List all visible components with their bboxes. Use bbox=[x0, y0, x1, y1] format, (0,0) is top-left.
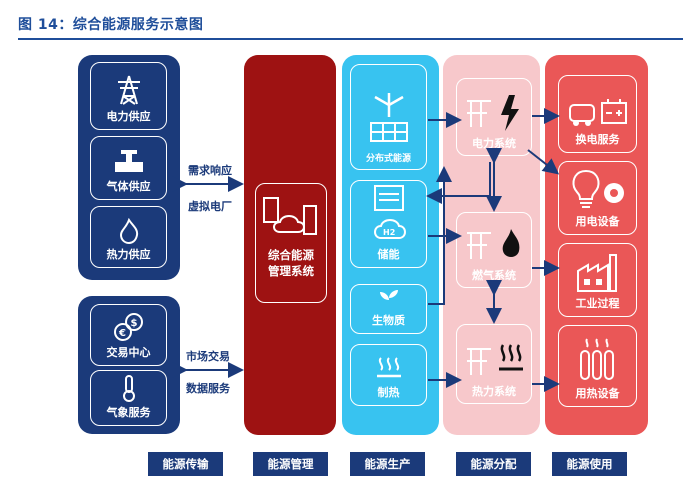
legend-energy-distribution: 能源分配 bbox=[456, 452, 531, 476]
arrow-biomass-up bbox=[428, 166, 452, 305]
power-system-label: 电力系统 bbox=[472, 137, 516, 150]
weather-service-box: 气象服务 bbox=[90, 370, 167, 426]
gas-grid-flame-icon bbox=[467, 229, 520, 259]
gas-supply-label: 气体供应 bbox=[106, 180, 151, 193]
management-system-box: 综合能源 管理系统 bbox=[255, 183, 327, 303]
heating-box: 制热 bbox=[350, 344, 427, 406]
market-trading-label: 市场交易 bbox=[186, 350, 230, 363]
power-grid-bolt-icon bbox=[467, 95, 519, 131]
biomass-box: 生物质 bbox=[350, 284, 427, 334]
bulb-gear-icon bbox=[572, 169, 624, 208]
car-battery-icon bbox=[568, 99, 627, 126]
trading-center-box: $ € 交易中心 bbox=[90, 304, 167, 366]
heat-supply-box: 热力供应 bbox=[90, 206, 167, 268]
heat-system-label: 热力系统 bbox=[472, 385, 516, 398]
weather-service-label: 气象服务 bbox=[106, 406, 151, 419]
biomass-label: 生物质 bbox=[372, 314, 405, 327]
energy-storage-box: H2 储能 bbox=[350, 180, 427, 268]
svg-text:€: € bbox=[118, 328, 126, 339]
power-supply-box: 电力供应 bbox=[90, 62, 167, 130]
heating-label: 制热 bbox=[377, 386, 400, 399]
heat-grid-waves-icon bbox=[467, 344, 523, 375]
battery-h2-icon: H2 bbox=[373, 185, 406, 239]
trading-center-label: 交易中心 bbox=[106, 346, 151, 359]
svg-text:$: $ bbox=[130, 318, 137, 329]
currency-exchange-icon: $ € bbox=[113, 313, 143, 341]
radiator-icon bbox=[579, 338, 614, 380]
production-panel bbox=[342, 55, 439, 435]
battery-swap-label: 换电服务 bbox=[575, 133, 620, 146]
heat-equipment-box: 用热设备 bbox=[558, 325, 637, 407]
thermometer-icon bbox=[122, 375, 135, 402]
distributed-energy-label: 分布式能源 bbox=[365, 154, 411, 164]
industrial-process-box: 工业过程 bbox=[558, 243, 637, 317]
heat-waves-icon bbox=[376, 357, 401, 378]
solar-wind-icon bbox=[369, 93, 408, 142]
management-label-line1: 综合能源 bbox=[268, 248, 314, 262]
virtual-power-plant-label: 虚拟电厂 bbox=[188, 200, 232, 213]
demand-response-label: 需求响应 bbox=[188, 164, 232, 177]
factory-icon bbox=[576, 254, 617, 292]
legend-energy-usage: 能源使用 bbox=[552, 452, 627, 476]
gas-system-label: 燃气系统 bbox=[472, 269, 516, 282]
legend-energy-management: 能源管理 bbox=[253, 452, 328, 476]
management-label-line2: 管理系统 bbox=[268, 264, 314, 278]
power-supply-label: 电力供应 bbox=[106, 110, 151, 123]
page-title: 图 14：综合能源服务示意图 bbox=[18, 17, 204, 33]
title-divider bbox=[18, 38, 683, 40]
power-tower-icon bbox=[117, 75, 140, 105]
legend-energy-transport: 能源传输 bbox=[148, 452, 223, 476]
gas-supply-box: 气体供应 bbox=[90, 136, 167, 200]
distributed-energy-box: 分布式能源 bbox=[350, 64, 427, 170]
electric-equipment-box: 用电设备 bbox=[558, 161, 637, 235]
energy-storage-label: 储能 bbox=[377, 248, 400, 261]
arrow-power-to-equipment bbox=[527, 149, 560, 175]
svg-text:H2: H2 bbox=[383, 228, 395, 237]
electric-equipment-label: 用电设备 bbox=[575, 215, 620, 228]
heat-system-box: 热力系统 bbox=[456, 324, 532, 404]
heat-equipment-label: 用热设备 bbox=[575, 387, 620, 400]
cloud-devices-icon bbox=[263, 197, 317, 235]
flame-icon bbox=[119, 218, 138, 244]
sprout-icon bbox=[379, 290, 398, 310]
management-panel bbox=[244, 55, 336, 435]
legend-energy-production: 能源生产 bbox=[350, 452, 425, 476]
gas-valve-icon bbox=[114, 150, 143, 172]
heat-supply-label: 热力供应 bbox=[106, 248, 151, 261]
industrial-process-label: 工业过程 bbox=[575, 297, 620, 310]
data-service-label: 数据服务 bbox=[186, 382, 230, 395]
arrow-power-to-storage bbox=[426, 162, 491, 204]
